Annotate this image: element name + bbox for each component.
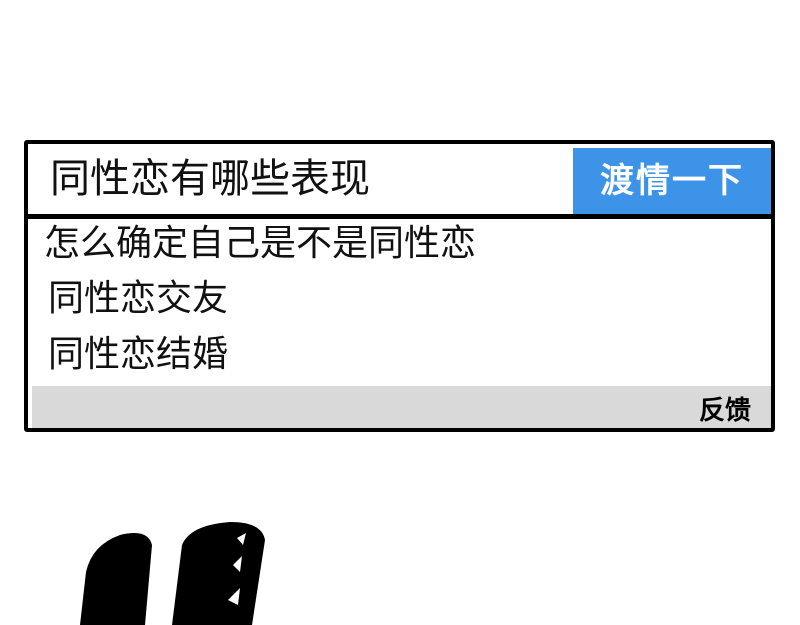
feedback-link[interactable]: 反馈 [698, 396, 751, 426]
suggestion-item[interactable]: 怎么确定自己是不是同性恋 [44, 223, 477, 264]
search-button[interactable]: 渡情一下 [573, 148, 771, 214]
search-box: 同性恋有哪些表现 渡情一下 怎么确定自己是不是同性恋 同性恋交友 同性恋结婚 反… [24, 140, 775, 432]
search-row: 同性恋有哪些表现 渡情一下 [28, 144, 771, 219]
ink-blob-right [172, 522, 265, 625]
suggestion-footer: 反馈 [32, 386, 771, 428]
ink-blob-left [80, 532, 152, 625]
search-input[interactable]: 同性恋有哪些表现 [50, 156, 370, 202]
suggestion-item[interactable]: 同性恋交友 [48, 278, 229, 319]
suggestion-item[interactable]: 同性恋结婚 [48, 334, 229, 375]
